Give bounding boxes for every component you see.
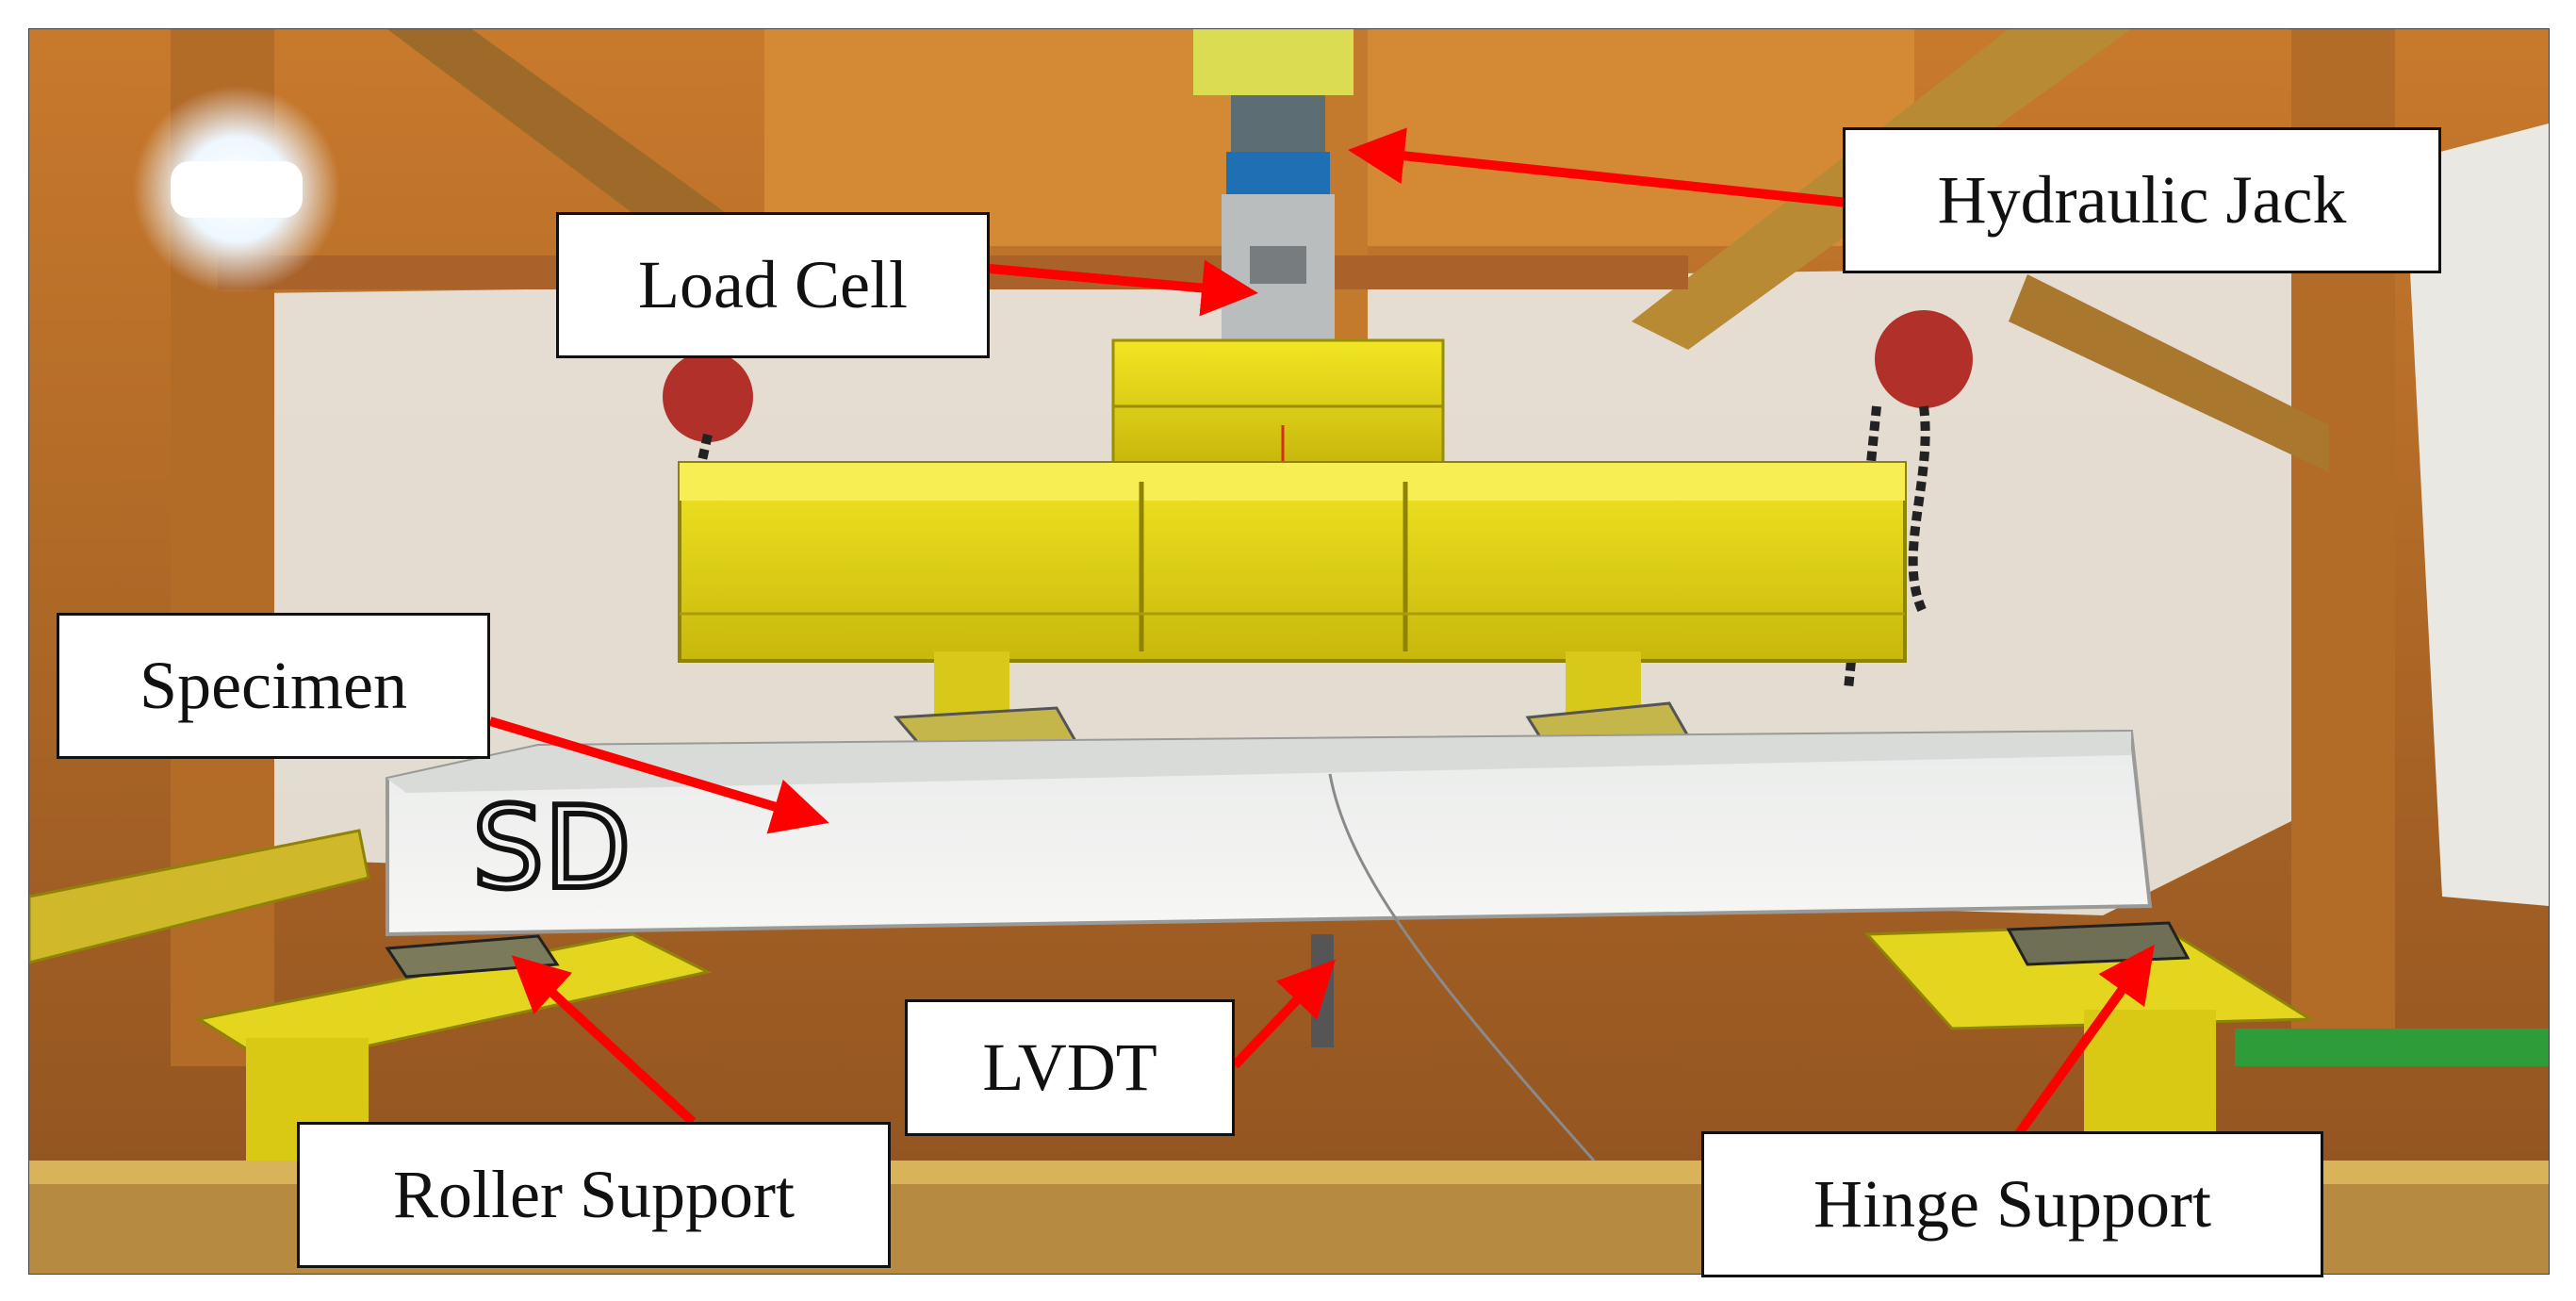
left-load-pedestal [934,651,1009,717]
specimen-label: Specimen [57,613,490,759]
jack-top [1193,29,1354,95]
lvdt-label: LVDT [905,999,1235,1136]
left-diagonal-brace [387,29,746,255]
right-lower-brace [2009,274,2329,472]
spreader-block [1111,338,1445,465]
roller-support-label: Roller Support [297,1122,891,1268]
right-backdrop-sheet [2404,124,2549,906]
lvdt-sensor [1311,934,1334,1047]
green-rail [2235,1029,2549,1066]
right-chain-hoist [1875,310,1973,408]
left-chain-hoist [663,352,753,442]
jack-blue-ring [1226,152,1330,194]
left-side-rail [29,829,370,964]
hydraulic-jack-label: Hydraulic Jack [1843,127,2441,273]
load-cell-plate [1250,246,1306,284]
hinge-support [2006,921,2190,966]
specimen-marking: SD [472,783,632,914]
load-cell-label: Load Cell [556,212,990,358]
hinge-support-label: Hinge Support [1701,1131,2323,1277]
lamp-body [171,161,303,218]
